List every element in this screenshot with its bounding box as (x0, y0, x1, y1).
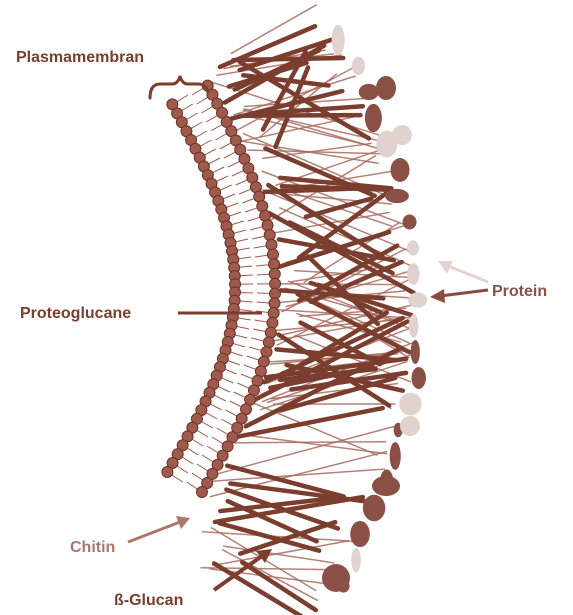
pale-protein-blob (407, 263, 419, 285)
large-protein-blob (400, 416, 420, 436)
dark-protein-blob (411, 367, 425, 389)
dark-protein-blob (411, 340, 420, 364)
lipid-head (162, 466, 173, 477)
protein-arrow-light-shaft (448, 266, 488, 282)
label-proteoglucane: Proteoglucane (20, 305, 131, 322)
lipid-head (263, 337, 274, 348)
chitin-arrow-shaft (128, 522, 180, 542)
dark-protein-blob (385, 189, 409, 203)
label-beta-glucan: ß-Glucan (114, 592, 183, 609)
dark-protein-blob (359, 84, 379, 100)
lipid-head (262, 220, 273, 231)
pale-protein-blob (409, 314, 419, 338)
fine-fiber (241, 141, 378, 163)
pale-protein-blob (408, 292, 427, 308)
lipid-head (267, 317, 278, 328)
dark-protein-blob (390, 442, 401, 470)
pale-protein-blob (352, 57, 365, 75)
fine-fiber (210, 452, 386, 497)
pale-protein-blob (351, 548, 361, 573)
protein-arrow-dark-head (430, 289, 445, 303)
thick-fiber (233, 58, 343, 60)
pale-protein-blob (407, 240, 419, 255)
large-protein-blob (372, 476, 400, 496)
label-protein: Protein (492, 283, 547, 300)
large-protein-blob (392, 125, 412, 145)
dark-protein-blob (403, 215, 417, 230)
lipid-head (267, 249, 278, 260)
fine-fiber (239, 434, 386, 453)
lipid-head (265, 327, 276, 338)
dark-protein-blob (350, 521, 370, 547)
label-plasmamembran: Plasmamembran (16, 49, 144, 66)
dark-protein-blob (365, 104, 382, 132)
large-protein-blob (322, 564, 350, 592)
thick-fiber (214, 563, 318, 615)
fine-fiber (234, 442, 386, 443)
lipid-head (196, 487, 207, 498)
protein-arrow-dark-shaft (440, 290, 488, 296)
thick-fiber (225, 46, 324, 103)
lipid-head (266, 239, 277, 250)
fine-fiber (208, 469, 385, 481)
label-chitin: Chitin (70, 539, 115, 556)
pale-protein-blob (332, 25, 345, 55)
pale-protein-blob (399, 393, 422, 416)
lipid-head (264, 230, 275, 241)
dark-protein-blob (363, 495, 386, 521)
large-protein-blob (376, 76, 396, 100)
lipid-head (268, 308, 279, 319)
dark-protein-blob (391, 158, 410, 182)
fine-fiber (214, 424, 404, 475)
curly-brace-icon (150, 76, 208, 98)
